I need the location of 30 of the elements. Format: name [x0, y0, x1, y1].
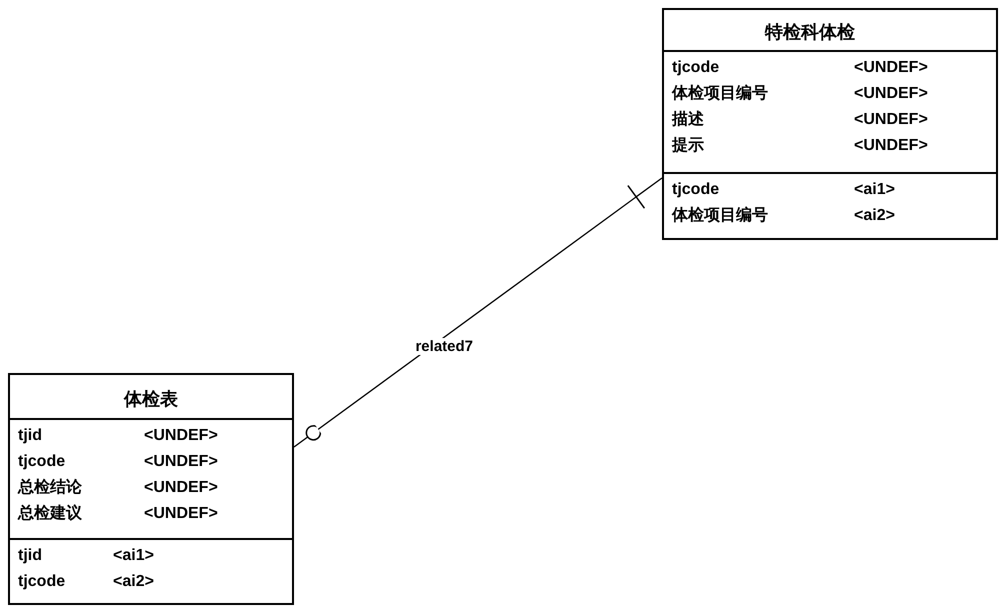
relationship-line: [294, 177, 662, 448]
entity-table: [662, 8, 998, 240]
column-type: <ai1>: [854, 180, 895, 200]
column-name: 描述: [672, 110, 704, 130]
column-name: tjcode: [672, 180, 720, 200]
column-name: 总检结论: [18, 478, 82, 498]
column-name: tjcode: [18, 572, 66, 592]
column-type: <UNDEF>: [144, 452, 218, 472]
column-type: <UNDEF>: [144, 478, 218, 498]
column-name: 体检项目编号: [672, 206, 768, 226]
column-name: 提示: [672, 136, 704, 156]
column-type: <UNDEF>: [854, 58, 928, 78]
entity-table: [8, 373, 294, 605]
column-type: <UNDEF>: [854, 110, 928, 130]
table-title: 体检表: [122, 388, 179, 410]
column-type: <ai2>: [113, 572, 154, 592]
column-name: tjcode: [672, 58, 720, 78]
column-name: tjid: [18, 546, 42, 566]
edge-label: related7: [414, 338, 474, 356]
column-type: <UNDEF>: [144, 426, 218, 446]
column-name: tjid: [18, 426, 42, 446]
column-type: <UNDEF>: [144, 504, 218, 524]
column-type: <ai1>: [113, 546, 154, 566]
column-name: tjcode: [18, 452, 66, 472]
table-title: 特检科体检: [764, 21, 856, 44]
column-name: 总检建议: [18, 504, 82, 524]
column-type: <ai2>: [854, 206, 895, 226]
column-type: <UNDEF>: [854, 84, 928, 104]
column-name: 体检项目编号: [672, 84, 768, 104]
column-type: <UNDEF>: [854, 136, 928, 156]
